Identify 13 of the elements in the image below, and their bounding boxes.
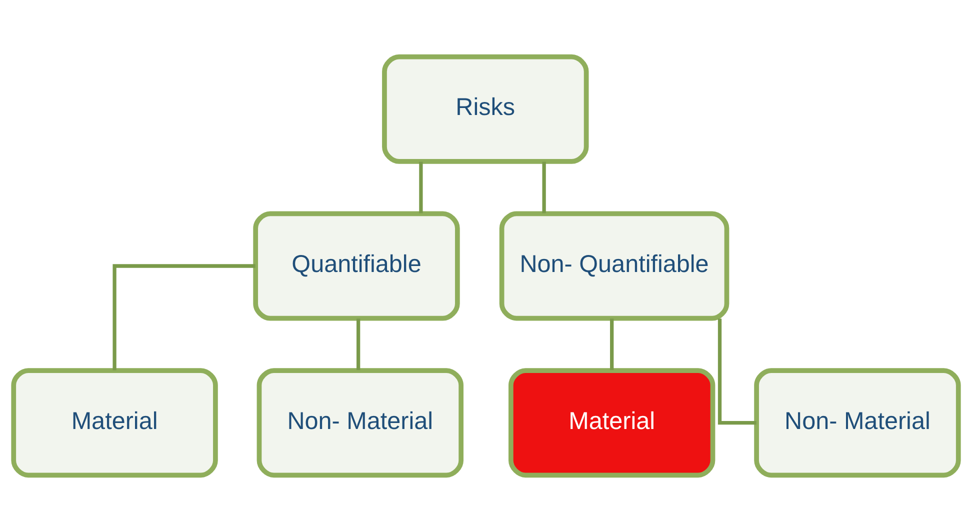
connector (610, 318, 614, 370)
node-box: Non- Material (754, 368, 961, 478)
node-box: Risks (382, 54, 589, 164)
node-box: Non- Quantifiable (499, 210, 730, 320)
connector (356, 318, 360, 370)
connector (542, 161, 546, 213)
connector (112, 264, 256, 370)
node-box: Material (508, 368, 716, 478)
node-box: Quantifiable (253, 210, 460, 320)
node-box: Material (11, 368, 218, 478)
connector (419, 161, 423, 213)
connector (718, 318, 756, 424)
node-box: Non- Material (256, 368, 464, 478)
